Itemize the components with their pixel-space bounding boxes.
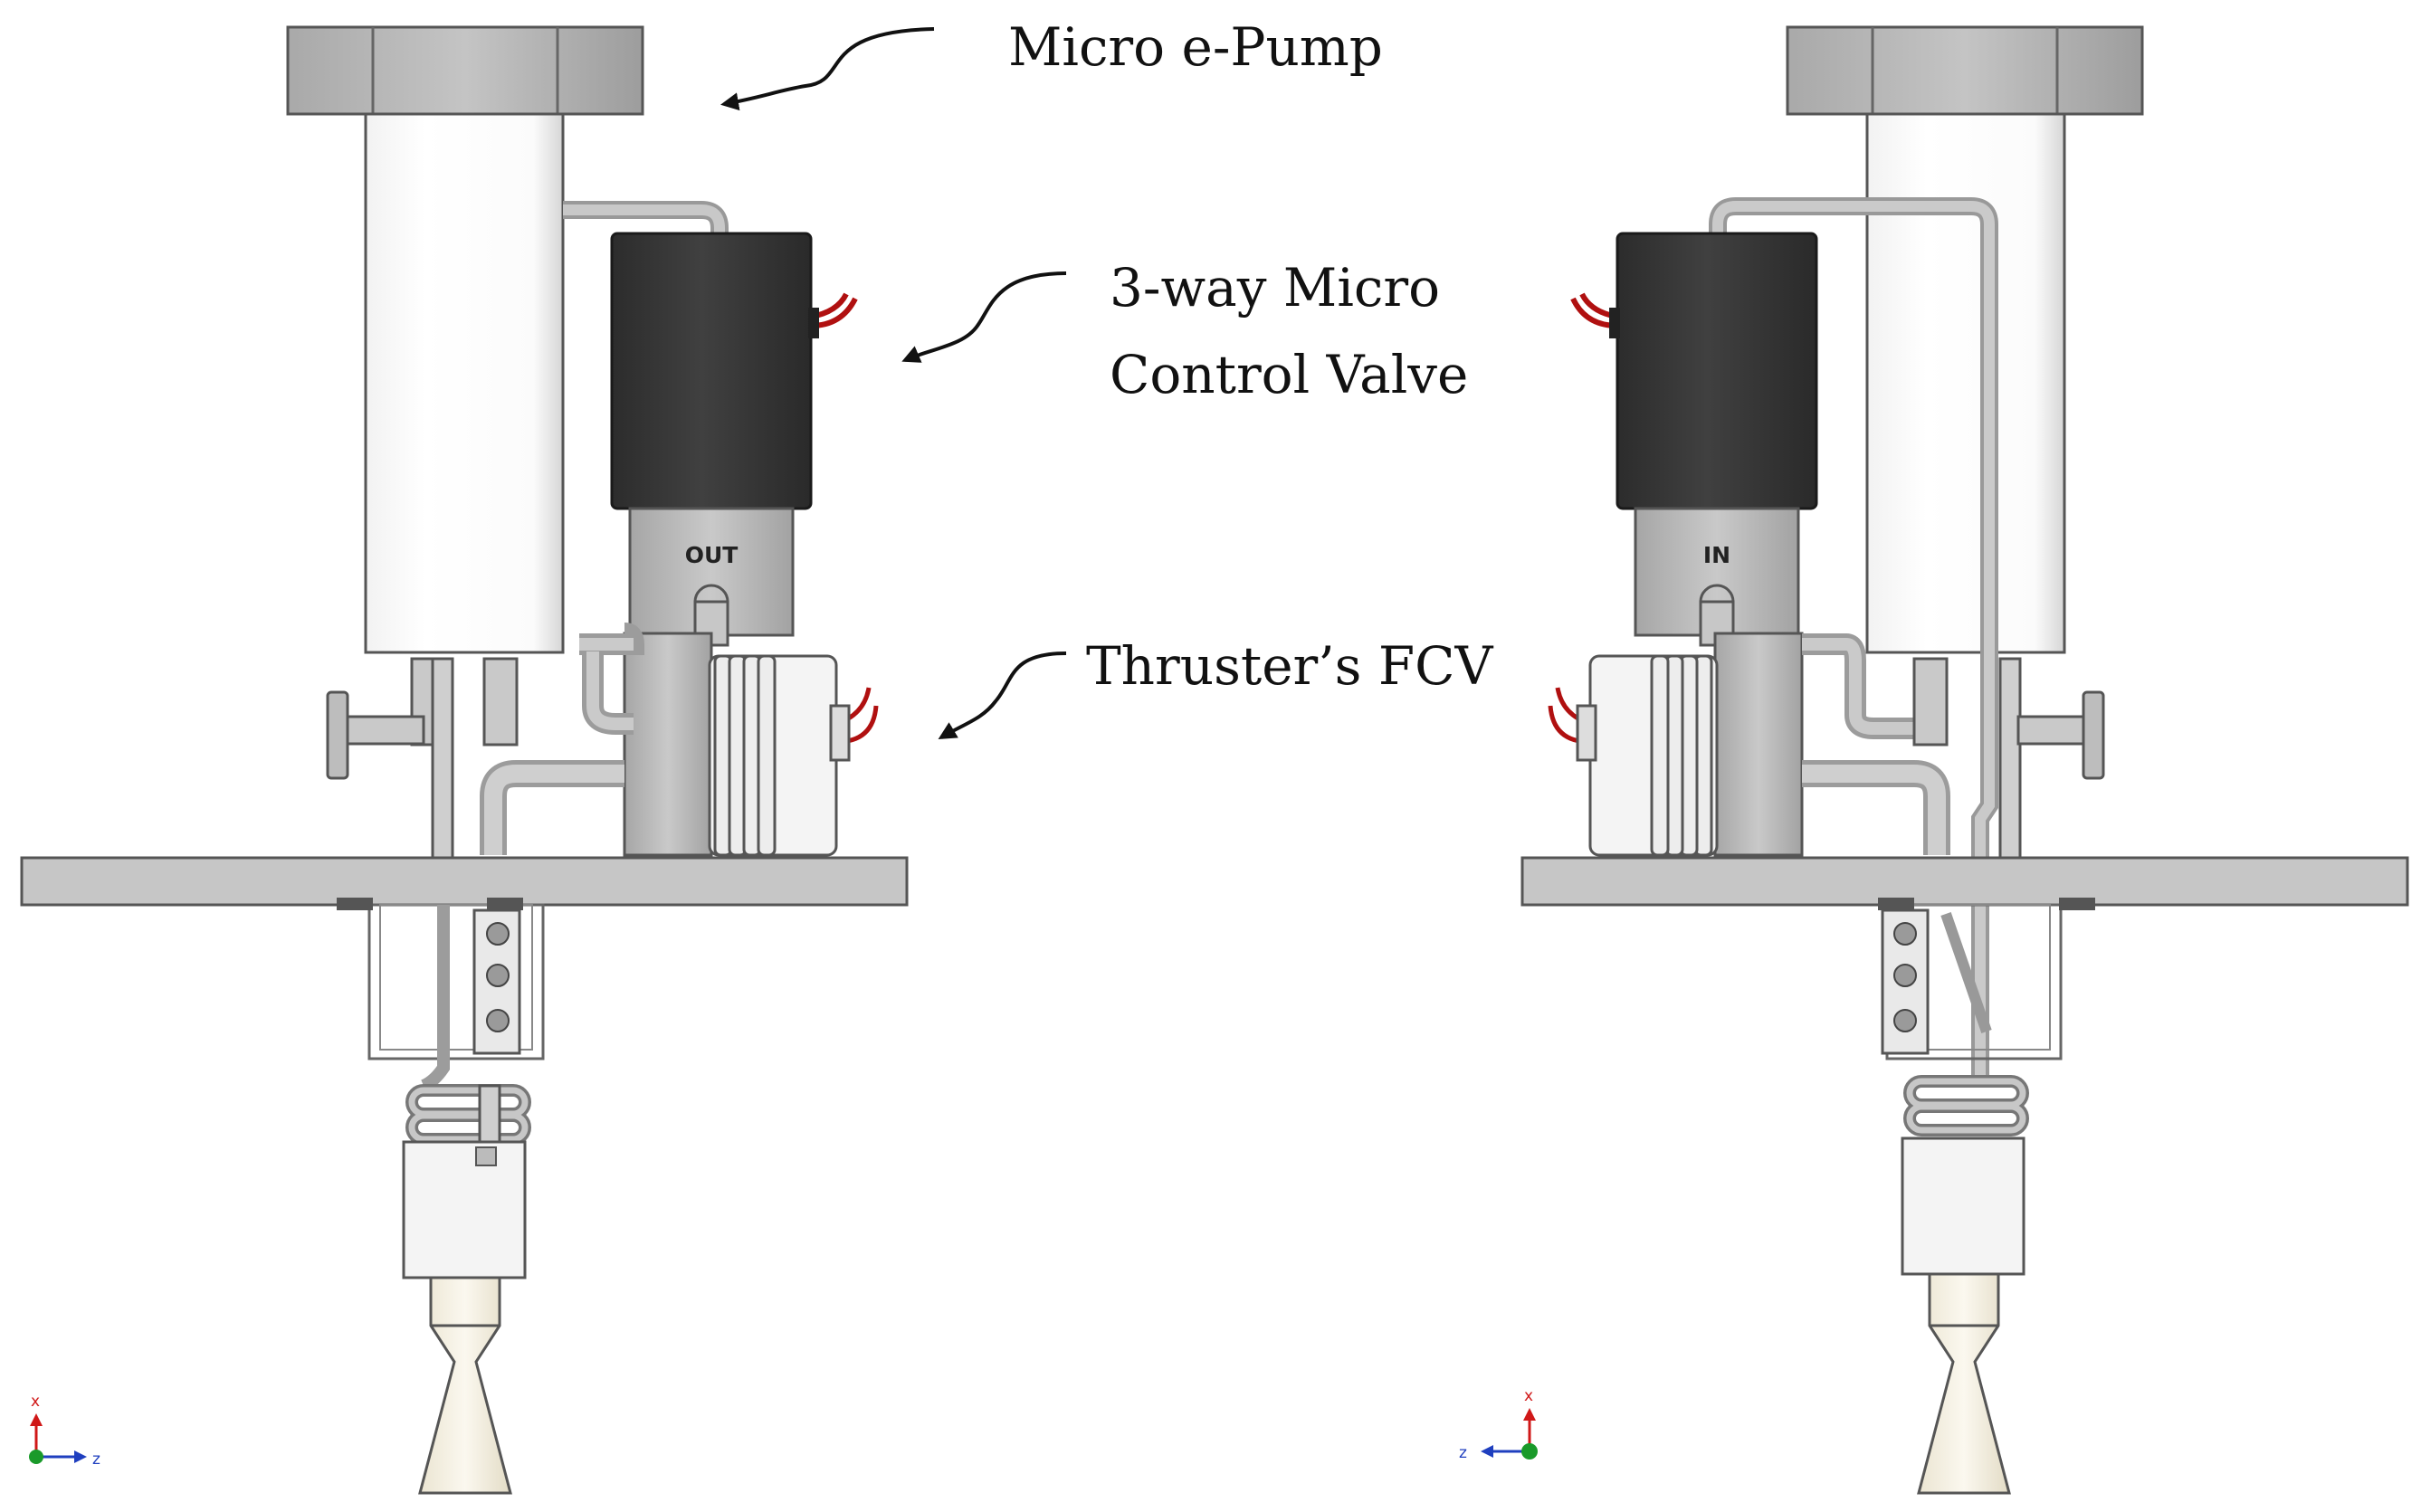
fcv-label: Thruster’s FCV — [1086, 635, 1494, 697]
pump-callout-arrow — [720, 27, 935, 111]
fcv-callout-arrow — [938, 651, 1067, 740]
side-flange — [2082, 690, 2105, 780]
pump-body — [364, 112, 565, 654]
callout-arrows — [720, 27, 1067, 740]
fcv-housing — [1713, 632, 1804, 857]
port-stamp-out: OUT — [685, 542, 739, 568]
valve-label-line1: 3-way Micro — [1110, 257, 1440, 319]
axis-z-label: z — [92, 1450, 100, 1469]
port-stamp-in: IN — [1703, 542, 1730, 568]
axis-z-label: z — [1459, 1444, 1467, 1462]
pump-label: Micro e-Pump — [1008, 16, 1383, 78]
mounting-plate — [1520, 856, 2409, 907]
nozzle — [1917, 1272, 2011, 1495]
thrust-chamber — [1901, 1136, 2025, 1276]
fcv-coil-rings — [713, 654, 777, 857]
valve-callout-arrow — [901, 271, 1067, 363]
axis-triad-right: x z — [1459, 1387, 1538, 1462]
fcv-housing — [623, 632, 713, 857]
axis-origin — [1521, 1443, 1538, 1460]
mounting-plate — [20, 856, 909, 907]
thrust-chamber — [402, 1140, 527, 1279]
valve-coil — [610, 232, 813, 510]
left-view-assembly: OUT — [20, 25, 909, 1495]
fcv-coil-rings — [1650, 654, 1713, 857]
axis-x-label: x — [31, 1393, 40, 1411]
nozzle — [418, 1276, 512, 1495]
pump-cap — [1786, 25, 2144, 116]
side-flange — [326, 690, 349, 780]
valve-coil — [1616, 232, 1818, 510]
right-view-assembly: IN — [1520, 25, 2409, 1495]
axis-x-label: x — [1524, 1387, 1533, 1405]
pump-cap — [286, 25, 644, 116]
valve-label-line2: Control Valve — [1110, 344, 1468, 405]
axis-triad-left: x z — [29, 1393, 100, 1469]
pump-body — [1865, 112, 2066, 654]
axis-origin — [29, 1450, 43, 1464]
